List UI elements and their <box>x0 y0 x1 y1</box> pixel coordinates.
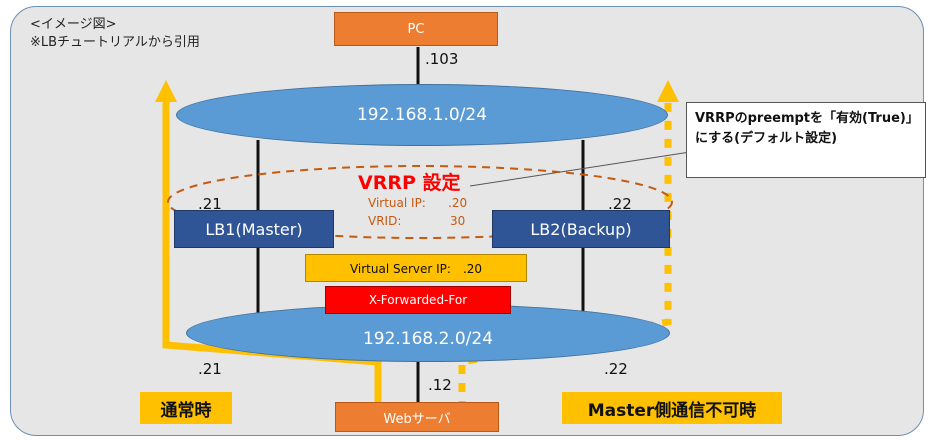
web-server-node: Webサーバ <box>335 402 499 432</box>
lb2-lower-address: .22 <box>604 360 628 378</box>
vrrp-title: VRRP 設定 <box>358 172 461 194</box>
lb2-node: LB2(Backup) <box>492 210 670 248</box>
pc-address: .103 <box>425 50 459 68</box>
preempt-callout-text: VRRPのpreemptを「有効(True)」にする(デフォルト設定) <box>695 111 913 146</box>
virtual-server-label: Virtual Server IP: .20 <box>349 261 483 276</box>
callout-pointer <box>469 151 691 187</box>
lb2-upper-address: .22 <box>608 195 632 213</box>
lb1-node: LB1(Master) <box>174 210 334 248</box>
diagram-panel <box>10 6 924 436</box>
normal-path-arrowhead <box>155 80 177 102</box>
preempt-callout: VRRPのpreemptを「有効(True)」にする(デフォルト設定) <box>686 102 926 178</box>
lb1-lower-address: .21 <box>198 360 222 378</box>
vrrp-vip-label: Virtual IP: <box>368 196 426 210</box>
lb1-upper-address: .21 <box>198 195 222 213</box>
master-down-label: Master側通信不可時 <box>562 392 782 424</box>
xff-label: X-Forwarded-For <box>368 293 468 307</box>
web-address: .12 <box>428 376 452 394</box>
upper-network-ellipse: 192.168.1.0/24 <box>176 84 668 146</box>
caption-source: ※LBチュートリアルから引用 <box>30 35 200 50</box>
normal-label: 通常時 <box>140 392 232 424</box>
upper-network-label: 192.168.1.0/24 <box>356 105 488 125</box>
pc-label: PC <box>407 21 425 37</box>
vrrp-vrid-label: VRID: <box>368 214 402 228</box>
failover-path-arrowhead <box>657 80 679 102</box>
lb1-label: LB1(Master) <box>205 219 303 239</box>
pc-node: PC <box>334 12 498 46</box>
vrrp-vrid-value: 30 <box>450 214 466 228</box>
vrrp-vip-value: .20 <box>448 196 468 210</box>
lower-network-label: 192.168.2.0/24 <box>362 329 494 349</box>
virtual-server-box: Virtual Server IP: .20 <box>305 254 527 282</box>
caption-title: <イメージ図> <box>30 17 117 32</box>
lb2-label: LB2(Backup) <box>530 219 632 239</box>
web-server-label: Webサーバ <box>383 411 451 427</box>
xff-box: X-Forwarded-For <box>325 286 511 314</box>
vrrp-group-ellipse <box>167 165 673 239</box>
